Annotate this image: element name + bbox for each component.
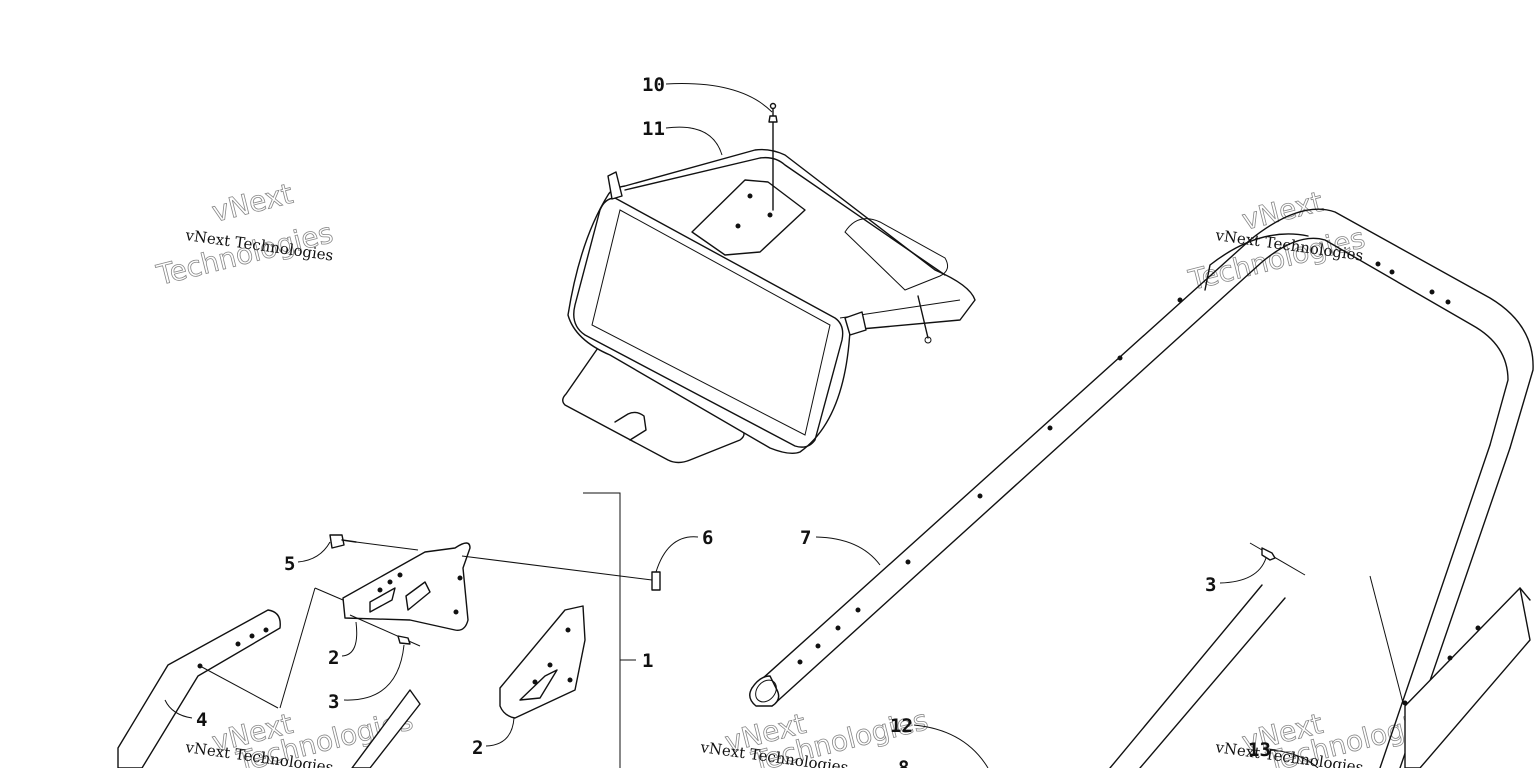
callout-1: 1 <box>642 650 653 672</box>
callout-3-right: 3 <box>1205 557 1267 596</box>
svg-text:5: 5 <box>284 553 295 575</box>
svg-text:1: 1 <box>642 650 653 672</box>
callout-5: 5 <box>284 541 331 575</box>
rivet-part-right <box>1249 542 1306 576</box>
svg-text:vNext: vNext <box>209 177 296 229</box>
svg-text:11: 11 <box>642 118 665 140</box>
svg-text:10: 10 <box>642 74 665 96</box>
callout-4: 4 <box>164 699 207 731</box>
svg-text:12: 12 <box>890 715 913 737</box>
bumper-bar-part <box>1369 575 1531 768</box>
svg-text:7: 7 <box>800 527 811 549</box>
assembly-bracket-line <box>583 492 636 768</box>
svg-text:13: 13 <box>1248 739 1271 761</box>
callout-8: 8 <box>898 757 909 768</box>
callout-10: 10 <box>642 74 773 113</box>
svg-text:vNext: vNext <box>1239 185 1326 237</box>
assembly-line <box>279 587 316 709</box>
clip-part <box>461 555 661 591</box>
lower-bar-part <box>351 689 421 768</box>
callout-13: 13 <box>1248 739 1319 768</box>
assembly-line <box>199 665 279 709</box>
bolt-part <box>329 534 419 551</box>
svg-text:4: 4 <box>196 709 207 731</box>
storage-bag-part <box>562 148 976 464</box>
svg-text:3: 3 <box>328 691 339 713</box>
svg-text:8: 8 <box>898 757 909 768</box>
callout-2-upper: 2 <box>328 621 358 669</box>
callout-12: 12 <box>890 715 989 768</box>
svg-text:2: 2 <box>328 647 339 669</box>
callout-6: 6 <box>655 527 713 573</box>
svg-text:3: 3 <box>1205 574 1216 596</box>
callout-3-left: 3 <box>328 644 405 713</box>
right-bracket-part <box>499 605 586 719</box>
callout-11: 11 <box>642 118 723 156</box>
svg-text:2: 2 <box>472 737 483 759</box>
assembly-line <box>314 587 344 601</box>
watermark-left-top: vNext Technologies vNext Technologies <box>152 177 336 293</box>
watermark-right-top: vNext Technologies vNext Technologies <box>1184 185 1368 298</box>
svg-text:6: 6 <box>702 527 713 549</box>
rivet-part-left <box>349 614 421 647</box>
screw-part <box>768 102 778 211</box>
callout-7: 7 <box>800 527 881 566</box>
callout-2-lower: 2 <box>472 717 515 759</box>
left-bracket-part <box>342 542 471 631</box>
